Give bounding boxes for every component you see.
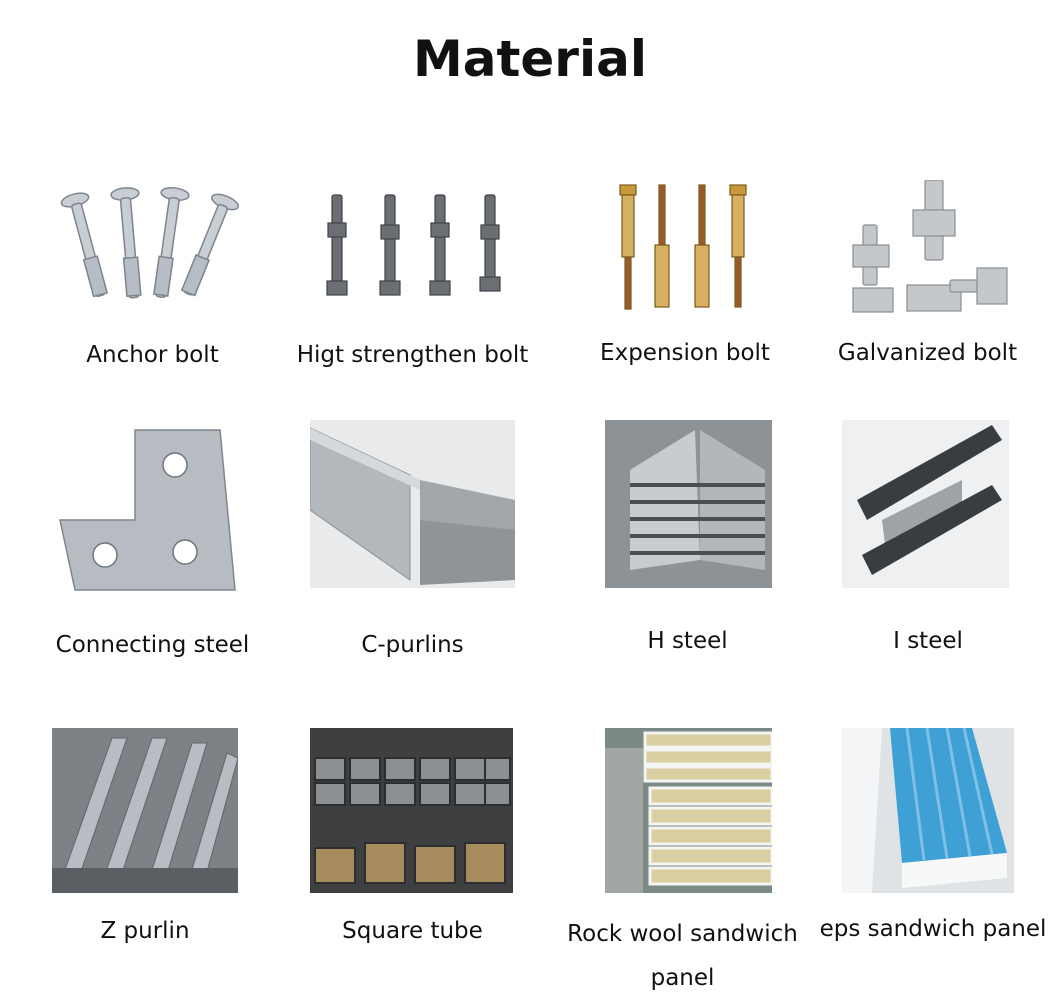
material-label: Z purlin xyxy=(100,918,190,944)
h-steel-image xyxy=(605,420,772,588)
material-label: H steel xyxy=(647,628,728,654)
material-label: I steel xyxy=(893,628,963,654)
material-label: Rock wool sandwich panel xyxy=(567,921,798,991)
z-purlin-image xyxy=(52,728,238,893)
page-title: Material xyxy=(413,30,647,88)
material-label: Expension bolt xyxy=(600,340,770,366)
material-label: Higt strengthen bolt xyxy=(296,342,529,368)
square-tube-image xyxy=(310,728,513,893)
material-label: Anchor bolt xyxy=(86,342,219,368)
material-label: C-purlins xyxy=(361,632,464,658)
material-label: Square tube xyxy=(342,918,483,944)
expansion-bolt-image xyxy=(610,180,760,310)
anchor-bolt-image xyxy=(50,180,250,310)
material-label: Connecting steel xyxy=(55,632,250,658)
c-purlin-image xyxy=(310,420,515,588)
high-strength-bolt-image xyxy=(315,190,515,300)
eps-panel-image xyxy=(842,728,1014,893)
galvanized-bolt-image xyxy=(845,180,1020,315)
i-steel-image xyxy=(842,420,1009,588)
material-label: Galvanized bolt xyxy=(837,340,1018,366)
material-label: eps sandwich panel xyxy=(819,916,1047,942)
rock-wool-panel-image xyxy=(605,728,772,893)
connecting-steel-image xyxy=(50,420,245,600)
